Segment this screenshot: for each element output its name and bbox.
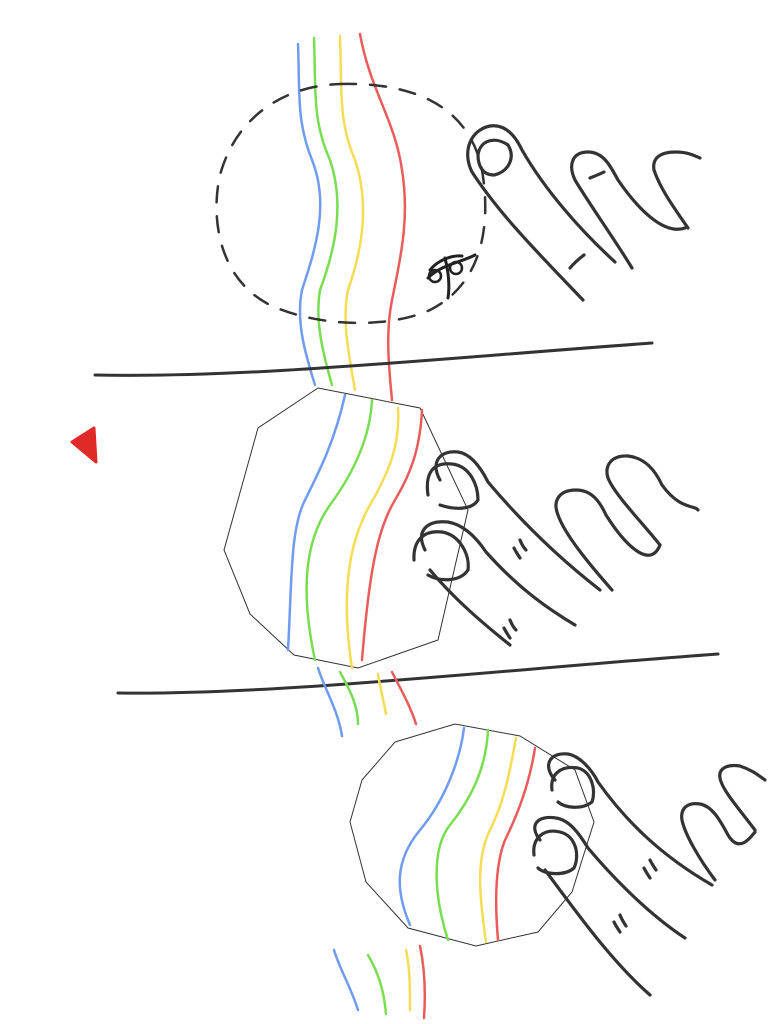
- panel-divider: [116, 652, 720, 695]
- stripe-yellow-line: [478, 736, 518, 944]
- finger-stroke: [533, 815, 687, 940]
- stripe-blue-line: [316, 666, 344, 738]
- finger-stroke: [512, 538, 528, 560]
- rainbow-stripes-inside-polygon: [286, 393, 424, 670]
- stripe-green-line: [312, 36, 339, 387]
- finger-stroke: [419, 520, 577, 627]
- finger-stroke: [642, 858, 658, 880]
- stripe-red-line: [495, 746, 537, 942]
- stripe-yellow-line: [338, 34, 365, 392]
- panel-two-finger-rotate: [349, 723, 767, 997]
- stripe-green-line: [338, 670, 360, 726]
- dashed-selection-circle: [215, 82, 487, 325]
- finger-stroke: [570, 150, 687, 270]
- finger-stroke: [466, 124, 617, 302]
- rainbow-stripes-middle: [316, 666, 418, 738]
- finger-stroke: [434, 450, 602, 592]
- stripe-blue-line: [286, 393, 347, 652]
- stripe-green-line: [366, 953, 388, 1016]
- red-triangle-marker-icon[interactable]: [70, 426, 98, 464]
- finger-stroke: [550, 765, 596, 809]
- stripe-yellow-line: [345, 406, 400, 670]
- two-finger-hand-rotate: [532, 752, 767, 997]
- panel-divider: [93, 341, 654, 377]
- finger-stroke: [543, 868, 652, 997]
- rainbow-stripes-bottom: [332, 944, 427, 1020]
- ink-stroke: [426, 253, 477, 280]
- finger-stroke: [476, 138, 513, 177]
- finger-stroke: [605, 454, 700, 547]
- stripe-blue-line: [332, 948, 360, 1012]
- panel-cut-gesture: [215, 82, 702, 325]
- stripe-red-line: [418, 944, 427, 1020]
- polygon-selection: [223, 387, 469, 669]
- ink-stroke: [427, 268, 443, 284]
- finger-stroke: [568, 253, 586, 270]
- finger-stroke: [547, 752, 714, 887]
- stripe-red-line: [390, 670, 418, 726]
- panel-two-finger-polygon: [223, 387, 700, 670]
- single-finger-hand: [466, 124, 702, 302]
- stripe-green-line: [305, 398, 374, 662]
- finger-stroke: [680, 802, 757, 882]
- stripe-yellow-line: [404, 948, 412, 1012]
- rainbow-stripes-top: [296, 32, 407, 402]
- finger-stroke: [532, 829, 579, 876]
- stripe-blue-line: [398, 726, 466, 927]
- two-finger-hand: [412, 450, 700, 647]
- finger-stroke: [425, 462, 480, 510]
- finger-stroke: [554, 488, 662, 592]
- finger-stroke: [652, 150, 702, 230]
- finger-stroke: [718, 763, 767, 832]
- ink-stroke: [448, 260, 464, 276]
- polygon-selection-rotated: [349, 723, 595, 947]
- finger-stroke: [412, 530, 470, 582]
- ink-stroke: [443, 256, 451, 300]
- stripe-green-line: [435, 728, 490, 942]
- finger-stroke: [612, 913, 628, 934]
- finger-stroke: [588, 170, 606, 180]
- stripe-red-line: [360, 408, 424, 662]
- stripe-red-line: [358, 32, 407, 402]
- stripe-yellow-line: [376, 672, 388, 716]
- stripe-blue-line: [296, 42, 322, 387]
- finger-stroke: [502, 618, 518, 640]
- finger-stroke: [428, 568, 512, 647]
- rainbow-stripes-inside-rotated-polygon: [398, 726, 537, 944]
- scissors-icon: [426, 253, 477, 300]
